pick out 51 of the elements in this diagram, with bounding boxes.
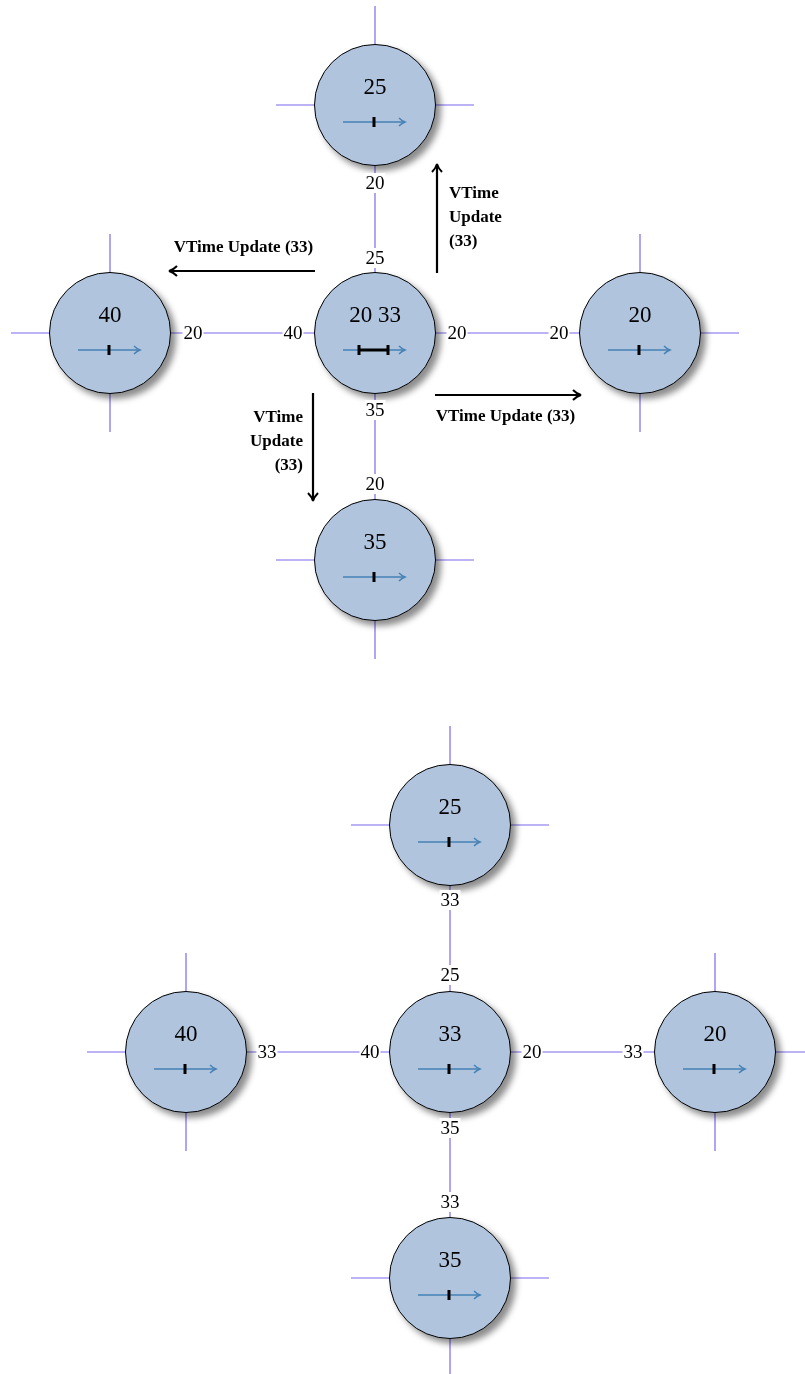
stub-line — [510, 824, 550, 826]
stub-line — [449, 725, 451, 765]
connector-line — [449, 885, 451, 992]
connector-line — [374, 393, 376, 500]
stub-line — [700, 332, 740, 334]
node-value: 40 — [173, 1022, 199, 1046]
stub-line — [435, 559, 475, 561]
stub-line — [374, 620, 376, 660]
stub-line — [714, 952, 716, 992]
stub-line — [449, 1338, 451, 1374]
connector-line — [449, 1112, 451, 1218]
stub-line — [435, 104, 475, 106]
stub-line — [10, 332, 50, 334]
stub-line — [185, 952, 187, 992]
edge-end-label: 20 — [364, 474, 386, 494]
node-value: 33 — [437, 1022, 463, 1046]
stub-line — [374, 5, 376, 45]
edge-end-label: 35 — [439, 1118, 461, 1138]
node-value: 20 33 — [348, 303, 402, 327]
stub-line — [275, 104, 315, 106]
node-value: 40 — [97, 303, 123, 327]
stub-line — [714, 1112, 716, 1152]
stub-line — [775, 1051, 805, 1053]
connector-line — [374, 165, 376, 273]
edge-end-label: 33 — [439, 890, 461, 910]
stub-line — [109, 393, 111, 433]
edge-end-label: 25 — [439, 965, 461, 985]
node-value: 35 — [362, 530, 388, 554]
connector-line — [510, 1051, 655, 1053]
stub-line — [185, 1112, 187, 1152]
node-value: 25 — [437, 795, 463, 819]
stub-line — [275, 559, 315, 561]
node-value: 35 — [437, 1248, 463, 1272]
stub-line — [350, 824, 390, 826]
node-value: 25 — [362, 75, 388, 99]
stub-line — [86, 1051, 126, 1053]
edge-label: VTime Update (33) — [449, 182, 503, 252]
edge-end-label: 35 — [364, 400, 386, 420]
edge-label: VTime Update (33) — [435, 405, 576, 427]
edge-label: VTime Update (33) — [173, 236, 314, 258]
stub-line — [639, 233, 641, 273]
edge-end-label: 25 — [364, 248, 386, 268]
stub-line — [639, 393, 641, 433]
stub-line — [510, 1277, 550, 1279]
edge-end-label: 20 — [364, 173, 386, 193]
edge-label: VTime Update (33) — [249, 405, 303, 476]
edge-end-label: 33 — [439, 1192, 461, 1212]
stub-line — [109, 233, 111, 273]
node-value: 20 — [702, 1022, 728, 1046]
stub-line — [350, 1277, 390, 1279]
node-value: 20 — [627, 303, 653, 327]
